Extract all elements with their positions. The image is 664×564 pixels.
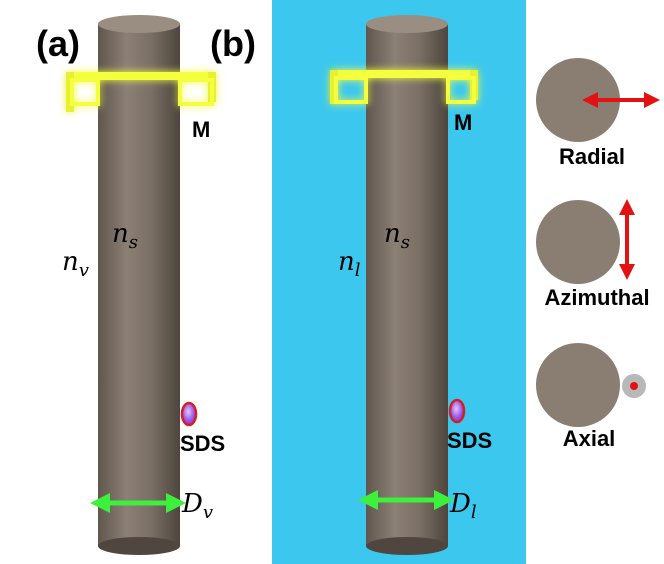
fiber-bottom-b xyxy=(366,537,448,555)
legend-azimuthal-label: Azimuthal xyxy=(544,285,649,310)
radial-circle xyxy=(536,58,620,142)
diameter-label-b: Dl xyxy=(449,489,477,523)
fiber-index-a: ns xyxy=(112,219,138,253)
source-label-a: SDS xyxy=(180,431,225,456)
legend-axial-label: Axial xyxy=(563,426,616,451)
ring-b xyxy=(330,70,478,104)
ring-a xyxy=(66,72,216,112)
axial-circle xyxy=(536,343,620,427)
fiber-top-a xyxy=(98,15,180,33)
legend-radial-label: Radial xyxy=(559,144,625,169)
source-label-b: SDS xyxy=(447,428,492,453)
diameter-label-a: Dv xyxy=(181,489,213,523)
dipole-source-a xyxy=(180,401,198,427)
ring-label-b: M xyxy=(454,110,472,135)
azimuthal-circle xyxy=(536,200,620,284)
fiber-bottom-a xyxy=(98,537,180,555)
legend xyxy=(536,58,660,427)
outer-index-a: nv xyxy=(62,247,89,281)
fiber-cylinder-b xyxy=(366,24,448,546)
fiber-top-b xyxy=(366,15,448,33)
fiber-index-b: ns xyxy=(384,219,410,253)
fiber-cylinder-a xyxy=(98,24,180,546)
ring-label-a: M xyxy=(192,117,210,142)
panel-b xyxy=(330,15,478,555)
outer-index-b: nl xyxy=(338,247,361,281)
panel-a xyxy=(66,15,216,555)
panel-a-label: (a) xyxy=(36,23,80,64)
panel-b-label: (b) xyxy=(210,23,256,64)
axial-dot xyxy=(630,382,638,390)
dipole-source-b xyxy=(448,398,466,424)
